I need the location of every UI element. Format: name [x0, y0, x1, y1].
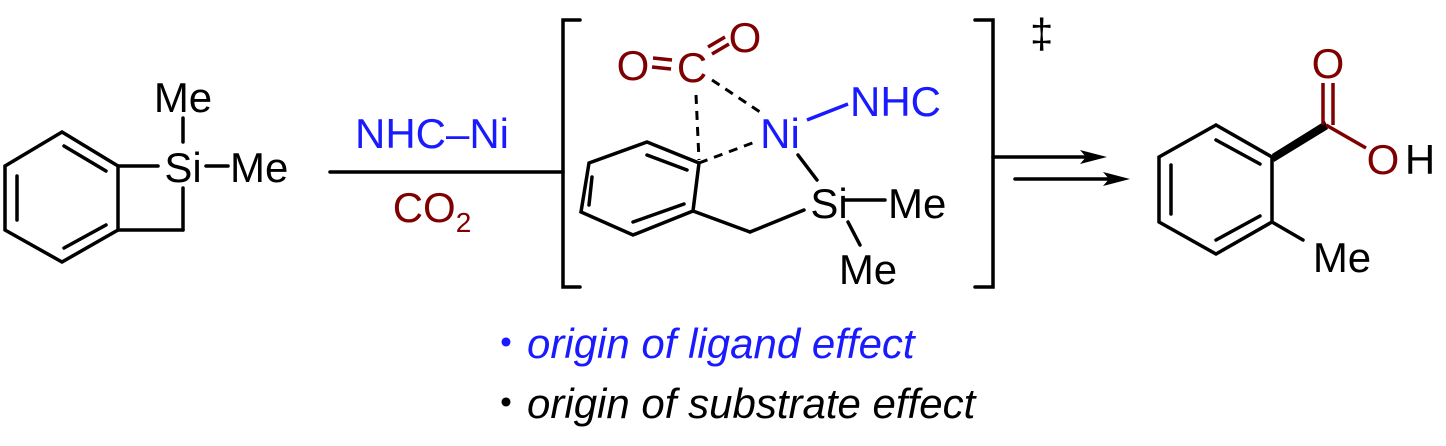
co2-o-right: O: [729, 14, 762, 61]
wedge-bond: [1272, 121, 1328, 162]
product-benzene-ring: [1157, 122, 1274, 257]
dagger-symbol: ‡: [1030, 10, 1053, 57]
bracket-right: [973, 18, 995, 289]
hydroxyl-o-label: O: [1367, 136, 1400, 183]
catalyst-label: NHC–Ni: [355, 110, 509, 157]
si-label: Si: [164, 144, 201, 191]
note-substrate-effect: ・origin of substrate effect: [485, 380, 978, 427]
benzene-ring: [3, 129, 120, 265]
multistep-arrows: [991, 150, 1130, 186]
nhc-ligand-label: NHC: [850, 78, 941, 125]
carbonyl-o-label: O: [1312, 40, 1345, 87]
note-ligand-effect: ・origin of ligand effect: [485, 320, 917, 367]
reagent-label: CO2: [393, 184, 472, 238]
ts-me-bottom-label: Me: [839, 246, 897, 293]
arrow-head: [1080, 150, 1107, 164]
arrow-head: [1103, 172, 1130, 186]
transition-state: ‡ O C O Ni NHC Si Me Me: [561, 10, 1053, 293]
ts-me-right-label: Me: [888, 180, 946, 227]
ts-si-label: Si: [810, 180, 847, 227]
co2-c: C: [677, 44, 707, 91]
product-toluic-acid: O O H Me: [1157, 40, 1435, 281]
me-top-label: Me: [154, 74, 212, 121]
hydroxyl-h-label: H: [1405, 136, 1435, 183]
co2-o-left: O: [617, 42, 650, 89]
me-right-label: Me: [230, 144, 288, 191]
ni-label: Ni: [760, 110, 800, 157]
bracket-left: [561, 18, 582, 289]
product-me-label: Me: [1313, 234, 1371, 281]
reactant-benzosilacyclobutene: Si Me Me: [3, 74, 288, 265]
